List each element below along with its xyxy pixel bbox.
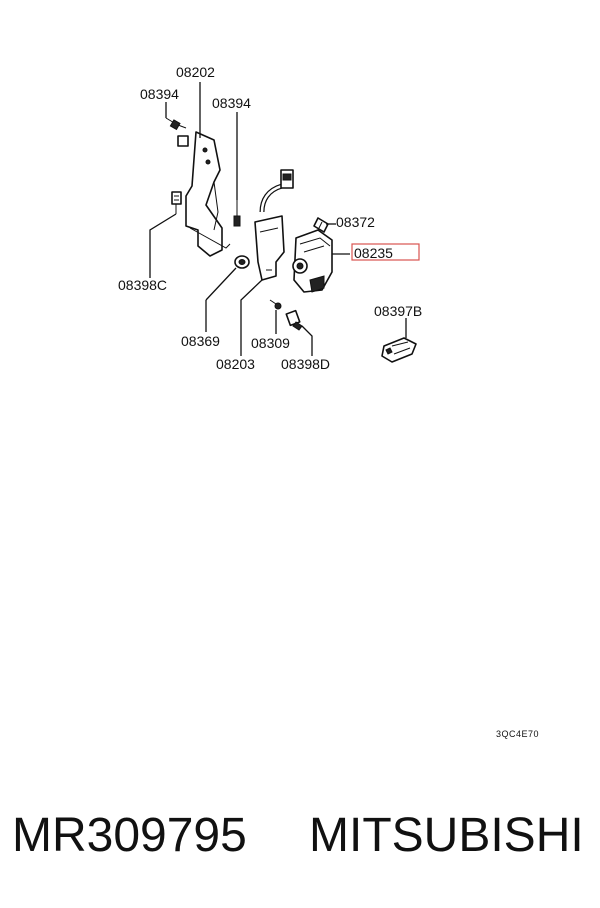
caption: MR309795 MITSUBISHI xyxy=(0,808,600,868)
bracket-08203 xyxy=(254,215,285,281)
screw-08309 xyxy=(269,299,282,310)
brand-name: MITSUBISHI xyxy=(309,809,584,862)
label-08394-left: 08394 xyxy=(140,86,179,102)
connector-08372 xyxy=(280,169,329,233)
bolt-08394-left xyxy=(165,117,187,131)
label-08369: 08369 xyxy=(181,333,220,349)
grommet-08369 xyxy=(234,255,250,269)
bolt-08398D xyxy=(285,309,303,331)
solenoid-valve-08235 xyxy=(292,221,333,293)
label-08309: 08309 xyxy=(251,335,290,351)
label-08202: 08202 xyxy=(176,64,215,80)
label-08397B: 08397B xyxy=(374,303,422,319)
label-08235: 08235 xyxy=(354,245,393,261)
label-08394-right: 08394 xyxy=(212,95,251,111)
label-08203: 08203 xyxy=(216,356,255,372)
leader-lines xyxy=(149,82,407,356)
callout-labels: 08202 08394 08394 08372 08235 08398C 083… xyxy=(118,64,422,372)
label-08398D: 08398D xyxy=(281,356,330,372)
highlight-box xyxy=(351,243,420,261)
bolt-08398C xyxy=(171,191,182,214)
hose-clamp xyxy=(177,135,189,147)
diagram-code: 3QC4E70 xyxy=(496,729,539,739)
parts-illustration xyxy=(150,117,417,363)
clip-08397B xyxy=(381,337,417,363)
part-number: MR309795 xyxy=(12,809,247,862)
label-08398C: 08398C xyxy=(118,277,167,293)
label-08372: 08372 xyxy=(336,214,375,230)
bolt-08394-right xyxy=(233,200,241,227)
bracket-08202 xyxy=(185,131,231,257)
